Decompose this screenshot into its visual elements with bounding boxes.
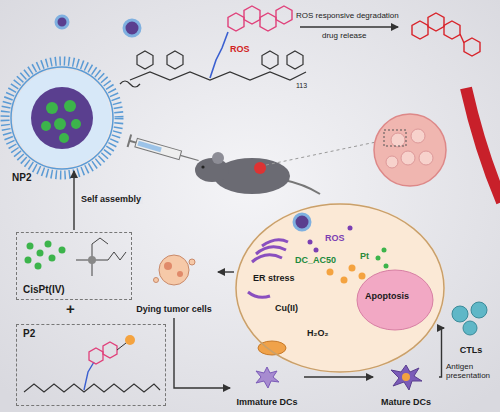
nanoparticle <box>5 61 119 175</box>
node-label: Mature DCs <box>375 397 437 407</box>
annotation: ROS <box>230 44 250 54</box>
annotation: drug release <box>322 31 366 40</box>
node-outline <box>10 66 114 170</box>
syringe <box>128 134 201 166</box>
connector-arrow <box>174 318 230 388</box>
polymer-p2 <box>24 335 160 392</box>
node-label: DC_AC50 <box>295 255 336 265</box>
dendritic-cells <box>256 365 422 390</box>
node-label: P2 <box>23 328 35 340</box>
tumor-cell: ROS Pt DC_AC50ER stressApoptosisCu(II) H₂O₂ <box>235 203 445 373</box>
nanoparticle: NP2 <box>10 66 114 170</box>
annotation: ROS responsive degradation <box>296 11 399 20</box>
connector-arrow <box>439 328 444 377</box>
annotation: 113 <box>296 82 307 90</box>
dashed-box: P2 <box>16 324 166 406</box>
node-label: ROS <box>325 233 345 243</box>
node-label: Immature DCs <box>232 397 302 407</box>
edge-label: Self assembly <box>79 194 143 204</box>
cell-group: Mature DCs <box>375 366 437 408</box>
cell-interior <box>235 203 445 373</box>
node-label: Pt <box>360 251 369 261</box>
dashed-box: CisPt(IV) <box>16 232 132 300</box>
node-outline-shape <box>236 204 444 372</box>
prodrug-structure <box>120 6 306 87</box>
annotation: + <box>66 300 75 317</box>
dying-cell-picture <box>154 255 196 285</box>
node-label: Cu(II) <box>275 303 298 313</box>
node-label: Apoptosis <box>365 291 409 301</box>
node-label: Dying tumor cells <box>132 304 216 314</box>
cell-group: Dying tumor cells <box>132 250 216 316</box>
node-label: ER stress <box>253 273 295 283</box>
node-label: NP2 <box>12 172 31 184</box>
t-cells <box>452 302 487 335</box>
cell-group: CTLs <box>446 300 496 356</box>
reaction-arrow <box>300 26 398 27</box>
connector-arrow <box>218 271 234 272</box>
node-label: CisPt(IV) <box>23 284 65 296</box>
cell-group: Immature DCs <box>232 366 302 408</box>
cisplatin-prodrug <box>25 238 127 276</box>
zoom-line <box>266 142 376 165</box>
drug-structure <box>412 13 480 56</box>
node-label: H₂O₂ <box>307 328 329 338</box>
connector-arrow <box>73 171 74 230</box>
node-outline-shape <box>11 67 113 169</box>
node-label: CTLs <box>446 345 496 355</box>
mouse <box>195 152 320 194</box>
tumor <box>374 88 500 202</box>
node-outline <box>235 203 445 373</box>
small-nanoparticles <box>56 16 140 36</box>
annotation: Antigen presentation <box>446 362 498 380</box>
connector-arrow <box>304 376 373 377</box>
